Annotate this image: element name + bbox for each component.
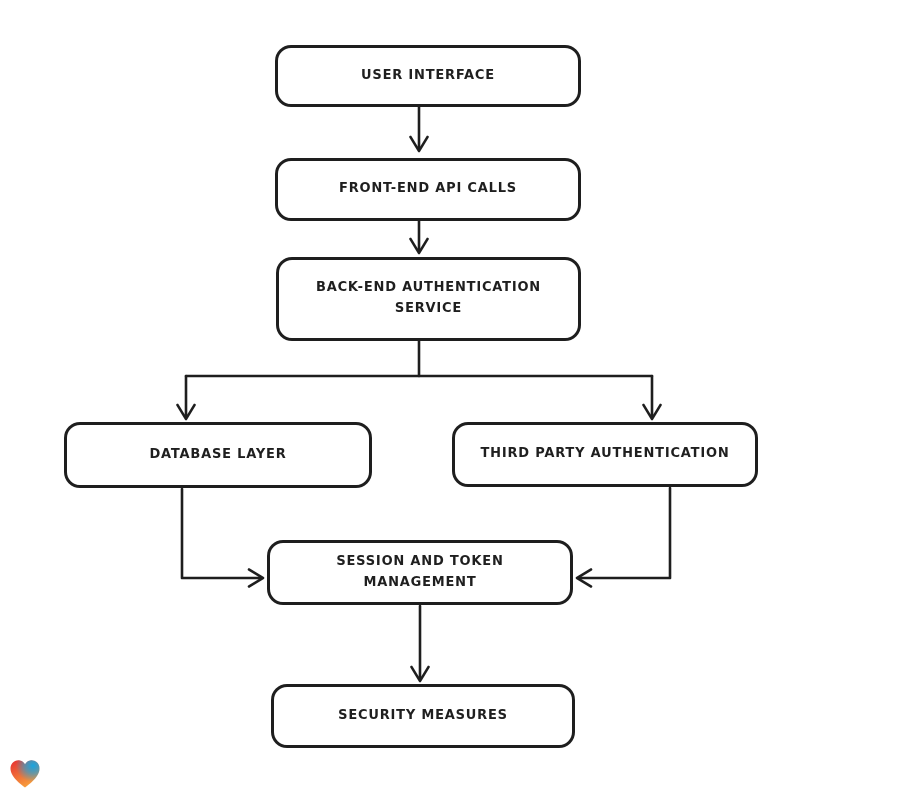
- edge-back-end-authentication-service-branch: [184, 339, 654, 378]
- node-database-layer-label: DATABASE LAYER: [149, 446, 287, 462]
- edge-session-and-token-management-to-security-measures: [410, 604, 430, 683]
- node-back-end-authentication-service: BACK-END AUTHENTICATION SERVICE: [276, 257, 581, 341]
- node-user-interface-label: USER INTERFACE: [361, 67, 495, 83]
- node-security-measures-label: SECURITY MEASURES: [338, 707, 508, 723]
- node-front-end-api-calls: FRONT-END API CALLS: [275, 158, 581, 221]
- edge-database-layer-to-session-and-token-management: [180, 487, 265, 588]
- node-front-end-api-calls-label: FRONT-END API CALLS: [339, 181, 517, 197]
- node-back-end-authentication-service-label: BACK-END AUTHENTICATION SERVICE: [316, 280, 541, 316]
- node-session-and-token-management-label: SESSION AND TOKEN MANAGEMENT: [336, 553, 504, 590]
- edge-user-interface-to-front-end-api-calls: [409, 105, 429, 153]
- edge-front-end-api-calls-to-back-end-authentication-service: [409, 219, 429, 255]
- node-third-party-authentication: THIRD PARTY AUTHENTICATION: [452, 422, 758, 487]
- edge-third-party-authentication-to-session-and-token-management: [575, 486, 672, 588]
- edge-back-end-authentication-service-to-third-party-authentication: [642, 374, 662, 421]
- node-session-and-token-management: SESSION AND TOKEN MANAGEMENT: [267, 540, 573, 605]
- gradient-heart-icon: [10, 760, 40, 788]
- node-security-measures: SECURITY MEASURES: [271, 684, 575, 748]
- node-user-interface: USER INTERFACE: [275, 45, 581, 107]
- node-database-layer: DATABASE LAYER: [64, 422, 372, 488]
- node-third-party-authentication-label: THIRD PARTY AUTHENTICATION: [480, 446, 730, 462]
- edge-back-end-authentication-service-to-database-layer: [176, 374, 196, 421]
